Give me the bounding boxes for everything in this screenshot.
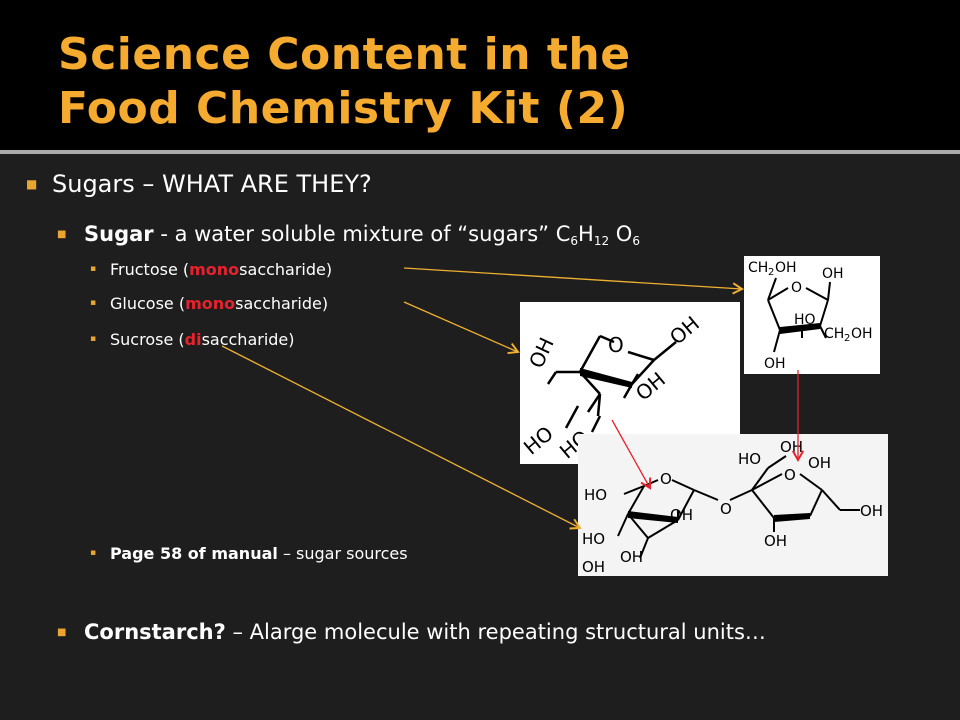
fructose-ho: HO: [794, 312, 816, 328]
sucrose-prefix: di: [184, 330, 202, 349]
bullet-sugar-definition: Sugar - a water soluble mixture of “suga…: [84, 222, 640, 248]
cornstarch-text: – Alarge molecule with repeating structu…: [225, 620, 766, 644]
fructose-prefix: mono: [189, 260, 240, 279]
bullet-marker-icon: ■: [57, 627, 67, 638]
sucrose-arrow: [221, 345, 582, 530]
sucrose-ho-2: HO: [582, 530, 605, 548]
bullet-marker-icon: ■: [57, 229, 67, 240]
sucrose-ring-o-1: O: [660, 470, 672, 488]
glucose-ring-o: O: [608, 333, 624, 357]
title-bar: [0, 0, 960, 150]
c-subscript: 6: [570, 234, 579, 248]
sucrose-oh-far: OH: [860, 502, 883, 520]
sucrose-ho-1: HO: [584, 486, 607, 504]
fructose-oh-b: OH: [764, 356, 786, 372]
bullet-marker-icon: ▪: [90, 334, 97, 344]
h-symbol: H: [578, 222, 594, 246]
glucose-to-sucrose-arrow: [611, 419, 652, 490]
page-reference: Page 58 of manual: [110, 544, 278, 563]
fructose-oh-label: OH: [775, 260, 797, 276]
glucose-arrow: [403, 301, 520, 355]
bullet-sucrose: Sucrose (disaccharide): [110, 330, 295, 349]
o-symbol: O: [609, 222, 633, 246]
sucrose-link-o: O: [720, 500, 732, 518]
sugar-term: Sugar: [84, 222, 154, 246]
title-divider: [0, 150, 960, 154]
sucrose-structure: OH O O OH HO OH O HO OH OH HO OH OH: [578, 434, 888, 576]
glucose-suffix: saccharide): [235, 294, 329, 313]
bullet-marker-icon: ▪: [90, 298, 97, 308]
sucrose-oh-2: OH: [670, 506, 693, 524]
bullet-marker-icon: ▪: [90, 548, 97, 558]
title-line-2: Food Chemistry Kit (2): [58, 83, 629, 134]
fructose-ch2oh-top: CH: [748, 260, 768, 276]
fructose-oh-a: OH: [822, 266, 844, 282]
fructose-structure: CH 2 OH OH O HO CH 2 OH OH: [744, 256, 880, 374]
cornstarch-term: Cornstarch?: [84, 620, 226, 644]
sucrose-ho-3: HO: [738, 450, 761, 468]
sugar-definition-text: - a water soluble mixture of “sugars” C: [153, 222, 571, 246]
bullet-marker-icon: ▪: [90, 264, 97, 274]
sucrose-ring-o-2: O: [784, 466, 796, 484]
fructose-sub-2b: 2: [844, 333, 850, 344]
sucrose-oh-4: OH: [764, 532, 787, 550]
title-line-1: Science Content in the: [58, 29, 631, 80]
fructose-ch2oh-right: CH: [824, 326, 844, 342]
page-reference-text: – sugar sources: [277, 544, 408, 563]
bullet-fructose: Fructose (monosaccharide): [110, 260, 332, 279]
bullet-cornstarch: Cornstarch? – Alarge molecule with repea…: [84, 620, 766, 644]
sucrose-oh-5: OH: [582, 558, 605, 576]
sucrose-name: Sucrose (: [110, 330, 185, 349]
sucrose-oh-3: OH: [620, 548, 643, 566]
fructose-suffix: saccharide): [239, 260, 333, 279]
sucrose-oh-r: OH: [808, 454, 831, 472]
glucose-name: Glucose (: [110, 294, 186, 313]
h-subscript: 12: [593, 234, 610, 248]
fructose-oh-label-b: OH: [851, 326, 873, 342]
slide-title: Science Content in the Food Chemistry Ki…: [58, 28, 631, 136]
bullet-page-reference: Page 58 of manual – sugar sources: [110, 544, 408, 563]
bullet-sugars: Sugars – WHAT ARE THEY?: [52, 170, 372, 198]
fructose-sub-2: 2: [768, 267, 774, 278]
bullet-glucose: Glucose (monosaccharide): [110, 294, 328, 313]
bullet-marker-icon: ■: [26, 177, 38, 191]
fructose-ring-o: O: [791, 280, 802, 296]
fructose-arrow: [403, 267, 744, 295]
glucose-prefix: mono: [185, 294, 236, 313]
o-subscript: 6: [632, 234, 640, 248]
fructose-name: Fructose (: [110, 260, 190, 279]
sucrose-suffix: saccharide): [201, 330, 295, 349]
